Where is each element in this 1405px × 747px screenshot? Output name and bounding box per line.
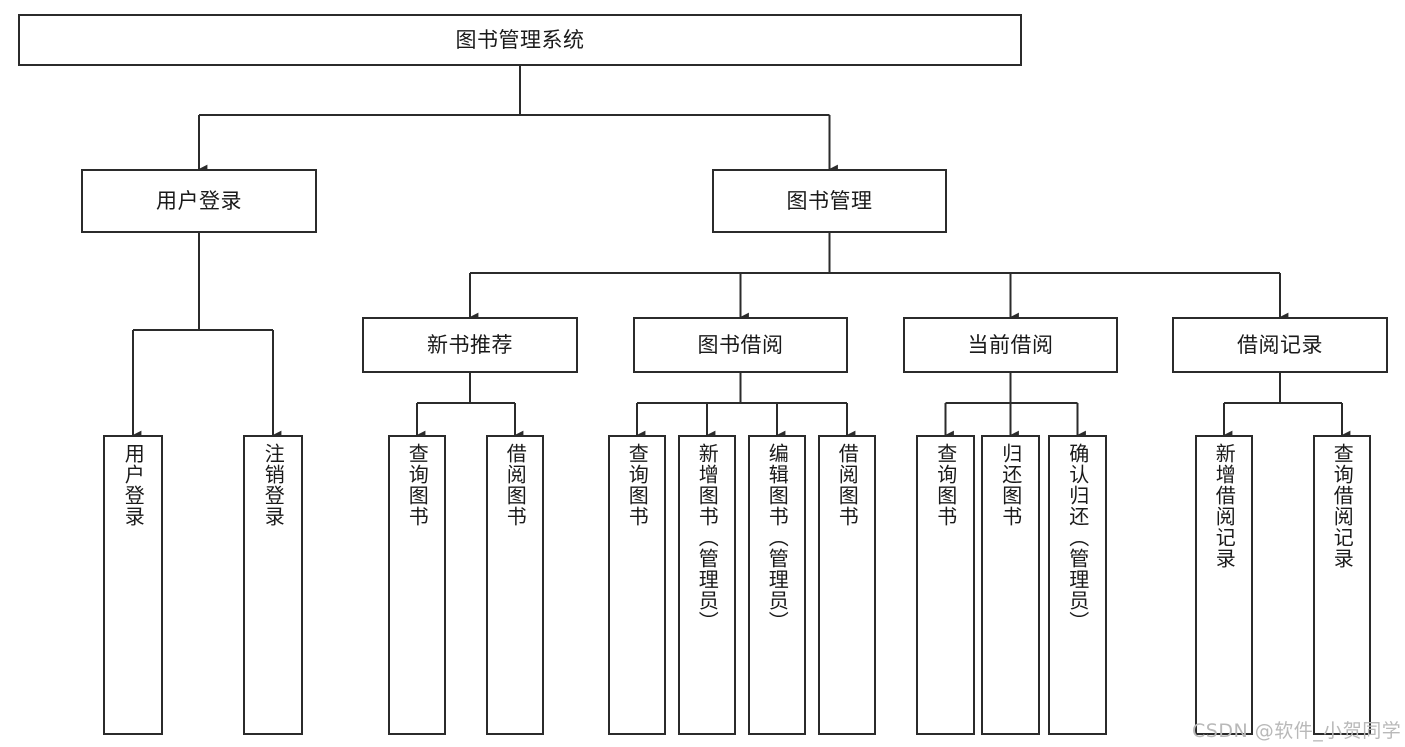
node-label: 查询图书: [405, 443, 430, 527]
node-leaf-6[interactable]: 新增图书（管理员）: [678, 435, 736, 735]
node-leaf-13[interactable]: 查询借阅记录: [1313, 435, 1371, 735]
node-leaf-5[interactable]: 查询图书: [608, 435, 666, 735]
edge-group-from-book-borrow: [635, 373, 856, 440]
node-label: 用户登录: [121, 443, 146, 527]
node-leaf-11[interactable]: 确认归还（管理员）: [1048, 435, 1107, 735]
csdn-watermark: CSDN @软件_小贺同学: [1192, 720, 1402, 742]
edge-group-from-cur-borrow: [944, 373, 1086, 440]
node-borrow-log[interactable]: 借阅记录: [1172, 317, 1388, 373]
node-label: 新书推荐: [427, 332, 513, 357]
node-label: 查询借阅记录: [1330, 443, 1355, 569]
node-label: 图书管理: [786, 188, 873, 213]
node-leaf-10[interactable]: 归还图书: [981, 435, 1040, 735]
node-label: 编辑图书（管理员）: [765, 443, 790, 632]
node-leaf-2[interactable]: 注销登录: [243, 435, 303, 735]
edge-group-from-root: [197, 66, 838, 174]
node-label: 借阅图书: [503, 443, 528, 527]
edge-group-from-new-book-rec: [415, 373, 524, 440]
node-label: 用户登录: [156, 188, 242, 213]
node-cur-borrow[interactable]: 当前借阅: [903, 317, 1118, 373]
node-book-manage[interactable]: 图书管理: [712, 169, 947, 233]
edge-group-from-user-login: [131, 233, 282, 440]
node-label: 当前借阅: [967, 332, 1054, 357]
node-label: 确认归还（管理员）: [1065, 443, 1090, 632]
node-user-login[interactable]: 用户登录: [81, 169, 317, 233]
node-label: 注销登录: [261, 443, 286, 527]
node-leaf-4[interactable]: 借阅图书: [486, 435, 544, 735]
node-new-book-rec[interactable]: 新书推荐: [362, 317, 578, 373]
node-label: 图书管理系统: [455, 27, 585, 52]
node-book-borrow[interactable]: 图书借阅: [633, 317, 848, 373]
node-label: 新增借阅记录: [1212, 443, 1237, 569]
node-label: 借阅记录: [1237, 332, 1323, 357]
node-leaf-3[interactable]: 查询图书: [388, 435, 446, 735]
edge-group-from-borrow-log: [1222, 373, 1351, 440]
node-label: 新增图书（管理员）: [695, 443, 720, 632]
node-leaf-7[interactable]: 编辑图书（管理员）: [748, 435, 806, 735]
node-label: 图书借阅: [697, 332, 784, 357]
node-label: 查询图书: [933, 443, 958, 527]
node-label: 查询图书: [625, 443, 650, 527]
node-label: 借阅图书: [835, 443, 860, 527]
node-leaf-8[interactable]: 借阅图书: [818, 435, 876, 735]
node-leaf-1[interactable]: 用户登录: [103, 435, 163, 735]
node-label: 归还图书: [998, 443, 1023, 527]
node-leaf-12[interactable]: 新增借阅记录: [1195, 435, 1253, 735]
node-leaf-9[interactable]: 查询图书: [916, 435, 975, 735]
node-root[interactable]: 图书管理系统: [18, 14, 1022, 66]
edge-group-from-book-manage: [468, 233, 1289, 322]
